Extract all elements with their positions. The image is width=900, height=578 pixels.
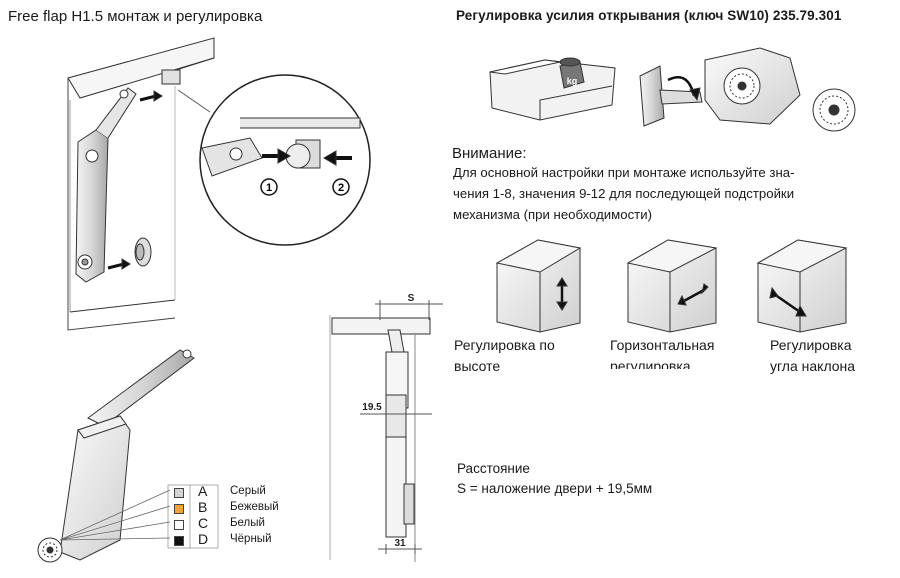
attention-line-2: чения 1-8, значения 9-12 для последующей… xyxy=(453,186,795,201)
legend-swatch xyxy=(174,536,184,546)
distance-label: Расстояние xyxy=(457,461,530,476)
attention-line-1: Для основной настройки при монтаже испол… xyxy=(453,165,795,180)
caption-line-1: Регулировка xyxy=(770,337,852,353)
attention-heading: Внимание: xyxy=(452,145,527,162)
legend-swatch xyxy=(174,520,184,530)
dimension-offset: 19.5 xyxy=(362,402,382,413)
caption-line-2: высоте xyxy=(454,358,501,374)
kg-weight-icon xyxy=(559,61,585,89)
cabinet-tilt-adjustment xyxy=(756,239,848,333)
legend-row-c: C Белый xyxy=(168,515,288,531)
callout-1: 1 xyxy=(266,182,272,194)
legend-row-d: D Чёрный xyxy=(168,531,288,547)
legend-color-name: Чёрный xyxy=(230,533,272,545)
caption-line-2: угла наклона xyxy=(770,358,856,374)
legend-row-a: A Серый xyxy=(168,483,288,499)
legend-color-name: Белый xyxy=(230,517,265,529)
caption-line-1: Горизонтальная xyxy=(610,337,715,353)
legend-color-name: Бежевый xyxy=(230,501,279,513)
cabinet-horizontal-adjustment xyxy=(626,239,718,333)
caption-height-adjustment: Регулировка по высоте xyxy=(454,335,555,377)
attention-line-3: механизма (при необходимости) xyxy=(453,207,652,222)
distance-formula: S = наложение двери + 19,5мм xyxy=(457,481,653,496)
callout-2: 2 xyxy=(338,182,344,194)
legend-swatch xyxy=(174,488,184,498)
legend-letter: D xyxy=(198,531,209,547)
caption-line-2: регулировка xyxy=(610,358,691,369)
cabinet-height-adjustment xyxy=(495,239,582,333)
legend-color-name: Серый xyxy=(230,485,266,497)
dimension-s: S xyxy=(408,293,415,304)
adjustment-dial-icon xyxy=(812,88,856,132)
legend-letter: A xyxy=(198,483,208,499)
caption-tilt-adjustment: Регулировка угла наклона xyxy=(770,335,855,377)
dimension-width: 31 xyxy=(394,538,406,549)
caption-horizontal-adjustment: Горизонтальная регулировка xyxy=(610,335,714,369)
legend-swatch xyxy=(174,504,184,514)
section-drawing xyxy=(329,300,443,562)
kg-label: kg xyxy=(567,76,578,86)
caption-line-1: Регулировка по xyxy=(454,337,555,353)
sw10-key-icon xyxy=(639,65,665,127)
zoom-detail-circle xyxy=(199,74,371,246)
legend-letter: B xyxy=(198,499,208,515)
section-title-force-adjustment: Регулировка усилия открывания (ключ SW10… xyxy=(456,8,842,23)
force-adjustment-illustration xyxy=(489,47,856,132)
legend-letter: C xyxy=(198,515,209,531)
legend-row-b: B Бежевый xyxy=(168,499,288,515)
mounting-illustration xyxy=(67,37,371,331)
page-title: Free flap H1.5 монтаж и регулировка xyxy=(8,8,263,25)
